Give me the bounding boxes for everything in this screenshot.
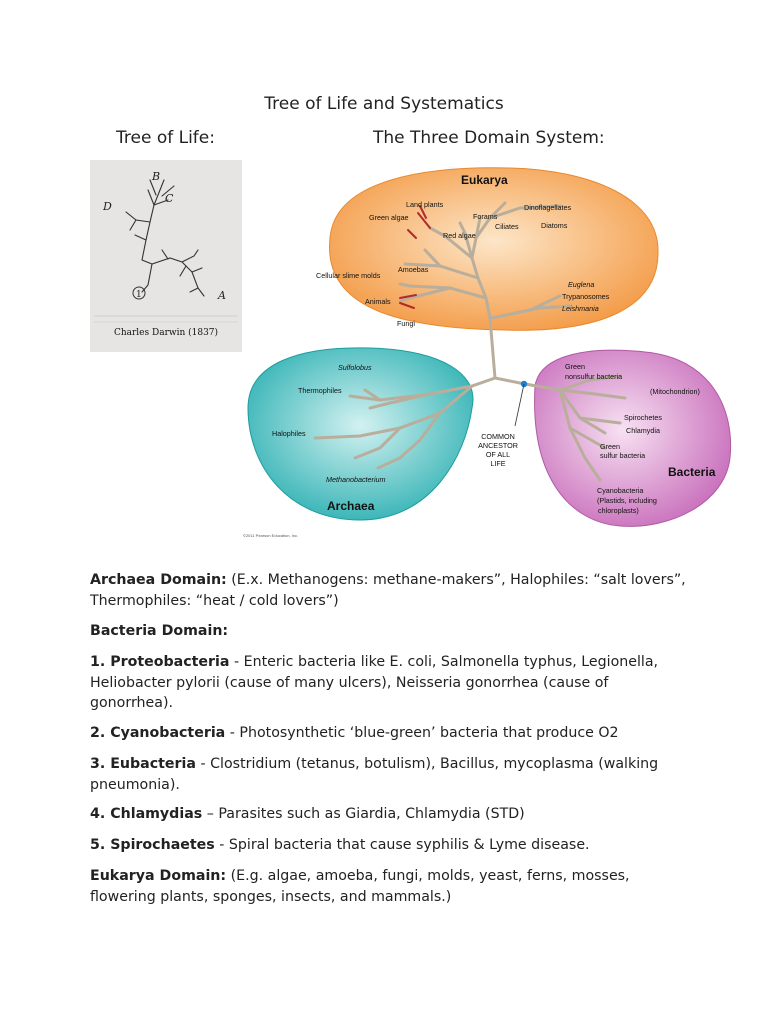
archaea-label: Methanobacterium [326, 475, 386, 484]
bacteria-label: sulfur bacteria [600, 451, 645, 460]
item-heading: 1. Proteobacteria [90, 654, 230, 670]
item-description: – Parasites such as Giardia, Chlamydia (… [202, 806, 525, 822]
tree-of-life-heading: Tree of Life: [116, 128, 215, 148]
eukarya-label: Fungi [397, 319, 415, 328]
eukarya-title: Eukarya [461, 173, 508, 187]
archaea-heading: Archaea Domain: [90, 572, 227, 588]
copyright-note: ©2011 Pearson Education, Inc. [243, 533, 298, 538]
item-heading: 4. Chlamydias [90, 806, 203, 822]
archaea-region [247, 347, 474, 521]
darwin-label-b: B [151, 170, 160, 183]
eukarya-label: Cellular slime molds [316, 271, 381, 280]
darwin-label-a: A [217, 289, 226, 302]
darwin-circle-1 [132, 286, 146, 300]
eukarya-heading: Eukarya Domain: [90, 868, 227, 884]
eukarya-label: Diatoms [541, 221, 568, 230]
item-description: - Spiral bacteria that cause syphilis & … [214, 837, 590, 853]
archaea-description: (E.x. Methanogens: methane-makers”, Halo… [90, 572, 686, 609]
bacteria-label: Spirochetes [624, 413, 662, 422]
item-heading: 3. Eubacteria [90, 756, 196, 772]
darwin-sketch-image: B C D A 1 Charles Darwin (1837) [90, 160, 242, 352]
eukarya-label: Green algae [369, 213, 409, 222]
bacteria-label: chloroplasts) [598, 506, 639, 515]
document-title: Tree of Life and Systematics [264, 94, 504, 114]
item-description: - Clostridium (tetanus, botulism), Bacil… [90, 756, 659, 793]
three-domain-diagram: Eukarya Archaea Bacteria Land plants Gre… [240, 158, 740, 543]
eukarya-label: Dinoflagellates [524, 203, 572, 212]
darwin-caption: Charles Darwin (1837) [113, 328, 219, 338]
item-heading: 2. Cyanobacteria [90, 725, 226, 741]
eukarya-description: (E.g. algae, amoeba, fungi, molds, yeast… [90, 868, 630, 905]
bacteria-label: Green [565, 362, 585, 371]
darwin-label-1: 1 [136, 290, 142, 300]
list-item: 1. Proteobacteria - Enteric bacteria lik… [90, 652, 690, 714]
archaea-label: Halophiles [272, 429, 306, 438]
bacteria-label: (Mitochondrion) [650, 387, 700, 396]
archaea-title: Archaea [327, 499, 375, 513]
ancestor-label: OF ALL [486, 450, 510, 459]
eukarya-region [329, 167, 659, 331]
archaea-paragraph: Archaea Domain: (E.x. Methanogens: metha… [90, 570, 690, 611]
bacteria-heading: Bacteria Domain: [90, 623, 229, 639]
bacteria-label: Cyanobacteria [597, 486, 643, 495]
eukarya-label: Ciliates [495, 222, 519, 231]
eukarya-label: Euglena [568, 280, 594, 289]
eukarya-label: Animals [365, 297, 391, 306]
bacteria-label: nonsulfur bacteria [565, 372, 622, 381]
darwin-label-d: D [102, 200, 112, 213]
bacteria-label: (Plastids, including [597, 496, 657, 505]
ancestor-label: COMMON [481, 432, 515, 441]
darwin-label-c: C [165, 192, 174, 205]
three-domain-heading: The Three Domain System: [373, 128, 605, 148]
bacteria-label: Green [600, 442, 620, 451]
list-item: 4. Chlamydias – Parasites such as Giardi… [90, 804, 690, 825]
eukarya-label: Trypanosomes [562, 292, 610, 301]
darwin-tree-drawing: B C D A 1 [94, 170, 238, 323]
eukarya-label: Forams [473, 212, 498, 221]
ancestor-label: ANCESTOR [478, 441, 518, 450]
bacteria-region [534, 349, 732, 527]
ancestor-label-box [473, 430, 523, 472]
list-item: 5. Spirochaetes - Spiral bacteria that c… [90, 835, 690, 856]
eukarya-label: Red algae [443, 231, 476, 240]
bacteria-heading-paragraph: Bacteria Domain: [90, 621, 690, 642]
eukarya-label: Land plants [406, 200, 444, 209]
bacteria-label: Chlamydia [626, 426, 660, 435]
eukarya-paragraph: Eukarya Domain: (E.g. algae, amoeba, fun… [90, 866, 690, 907]
item-heading: 5. Spirochaetes [90, 837, 215, 853]
bacteria-title: Bacteria [668, 465, 716, 479]
eukarya-label: Leishmania [562, 304, 599, 313]
list-item: 2. Cyanobacteria - Photosynthetic ‘blue-… [90, 723, 690, 744]
ancestor-label: LIFE [490, 459, 505, 468]
archaea-label: Sulfolobus [338, 363, 372, 372]
list-item: 3. Eubacteria - Clostridium (tetanus, bo… [90, 754, 690, 795]
eukarya-label: Amoebas [398, 265, 429, 274]
item-description: - Photosynthetic ‘blue-green’ bacteria t… [225, 725, 619, 741]
item-description: - Enteric bacteria like E. coli, Salmone… [90, 654, 659, 711]
archaea-label: Thermophiles [298, 386, 342, 395]
